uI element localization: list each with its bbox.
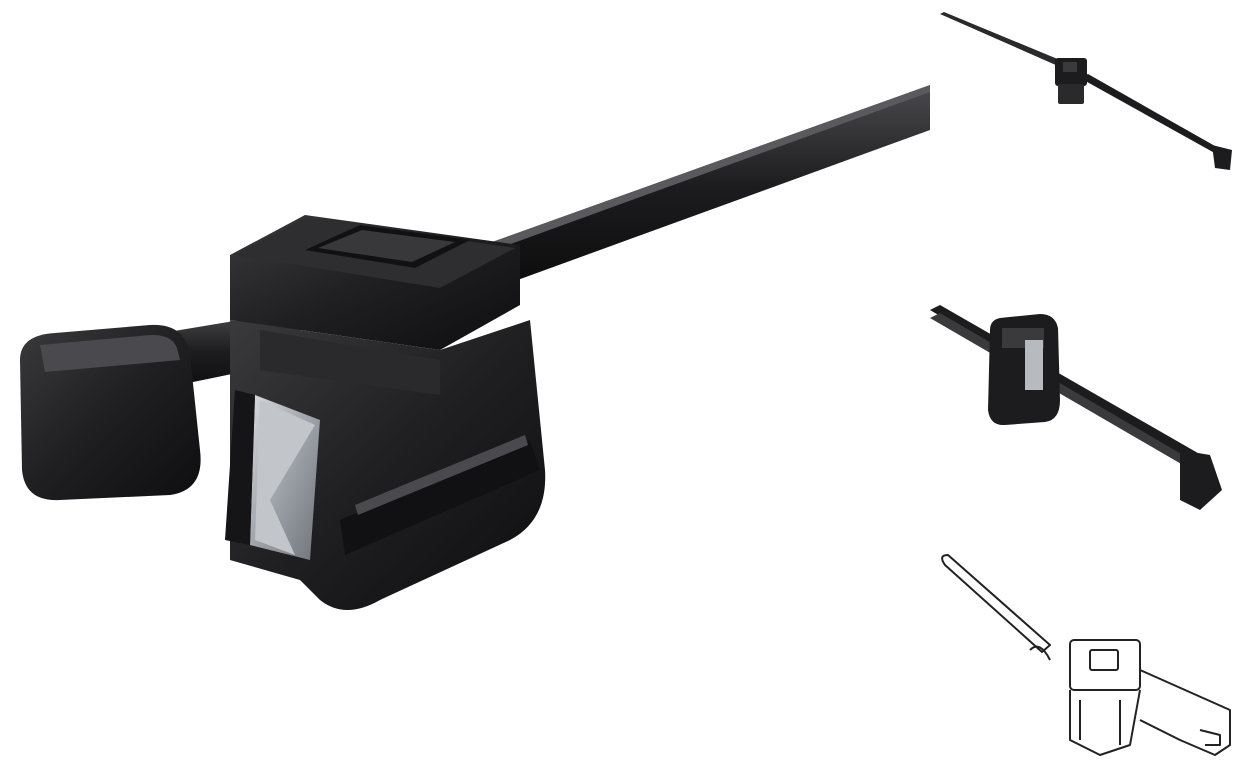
thumbnail-cable-tie[interactable] xyxy=(930,0,1236,210)
cable-tie-edge-clip-illustration xyxy=(20,85,930,610)
thumbnail-edge-clip[interactable] xyxy=(930,280,1236,535)
edge-clip-photo-icon xyxy=(930,305,1222,510)
metal-spring-clip xyxy=(225,390,320,560)
main-product-image xyxy=(20,85,930,610)
tie-head xyxy=(230,215,520,350)
cable-tie-photo-icon xyxy=(940,12,1232,170)
tail-cap xyxy=(20,324,201,501)
cable-tie-strap xyxy=(470,85,930,290)
thumbnail-line-drawing[interactable] xyxy=(930,540,1236,775)
line-drawing-icon xyxy=(941,554,1231,756)
